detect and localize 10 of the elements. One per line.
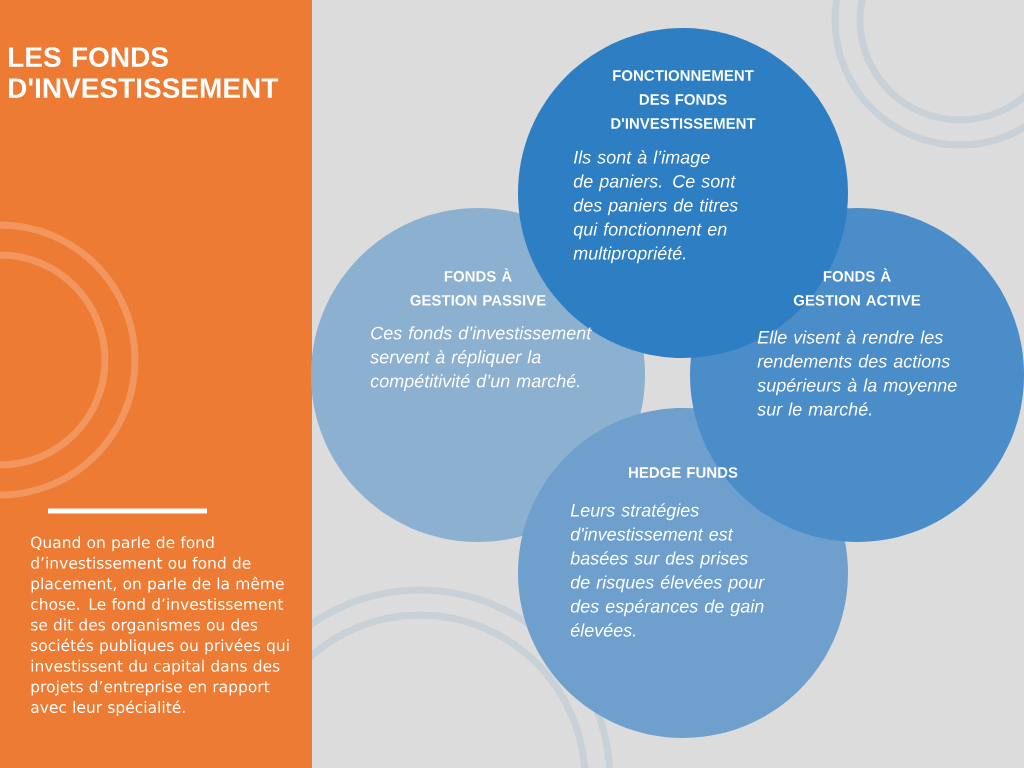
- intro-paragraph: Quand on parle de fond d’investissement ou fond de placement, on parle de la même chose. Le fond d’investissement se dit des organismes ou des sociétés publiques ou privées qui investissent du capital dans des projets d’entreprise en rapport avec leur spécialité.: [31, 536, 289, 716]
- title: LES FONDS D'INVESTISSEMENT: [9, 47, 279, 98]
- circle-heading: HEDGE FUNDS: [629, 467, 738, 478]
- circle-heading: FONDS À GESTION PASSIVE: [410, 268, 546, 306]
- circle-text: Leurs stratégies d'investissement est basées sur des prises de risques élevées pour des espérances de gain élevées.: [570, 503, 765, 637]
- circle-text: Ils sont à l’image de paniers. Ce sont des paniers de titres qui fonctionnent en multipropriété.: [573, 150, 738, 264]
- circle-heading: FONDS À GESTION ACTIVE: [793, 268, 921, 306]
- circle-text: Ces fonds d’investissement servent à répliquer la compétitivité d’un marché.: [370, 326, 592, 391]
- circle-heading: FONCTIONNEMENT DES FONDS D'INVESTISSEMENT: [611, 70, 756, 129]
- circle-text: Elle visent à rendre les rendements des actions supérieurs à la moyenne sur le marché.: [757, 330, 957, 416]
